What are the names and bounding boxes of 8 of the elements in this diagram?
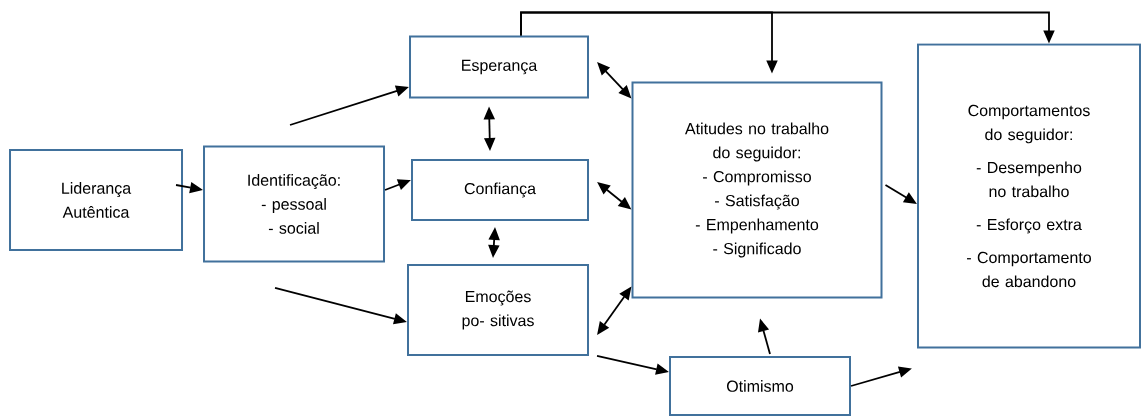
process-box: Identificação: - pessoal - social	[203, 145, 385, 263]
process-box: Liderança Autêntica	[9, 149, 183, 251]
process-box: Otimismo	[669, 356, 851, 416]
process-box: Emoções po- sitivas	[407, 264, 589, 356]
process-box: Confiança	[411, 159, 589, 221]
process-box: Esperança	[409, 35, 589, 99]
process-box: Atitudes no trabalho do seguidor: - Compromisso - Satisfação - Empenhamento - Significado	[631, 81, 883, 299]
process-box: Comportamentos do seguidor: - Desempenho no trabalho - Esforço extra - Comportamento de abandono	[917, 43, 1141, 349]
